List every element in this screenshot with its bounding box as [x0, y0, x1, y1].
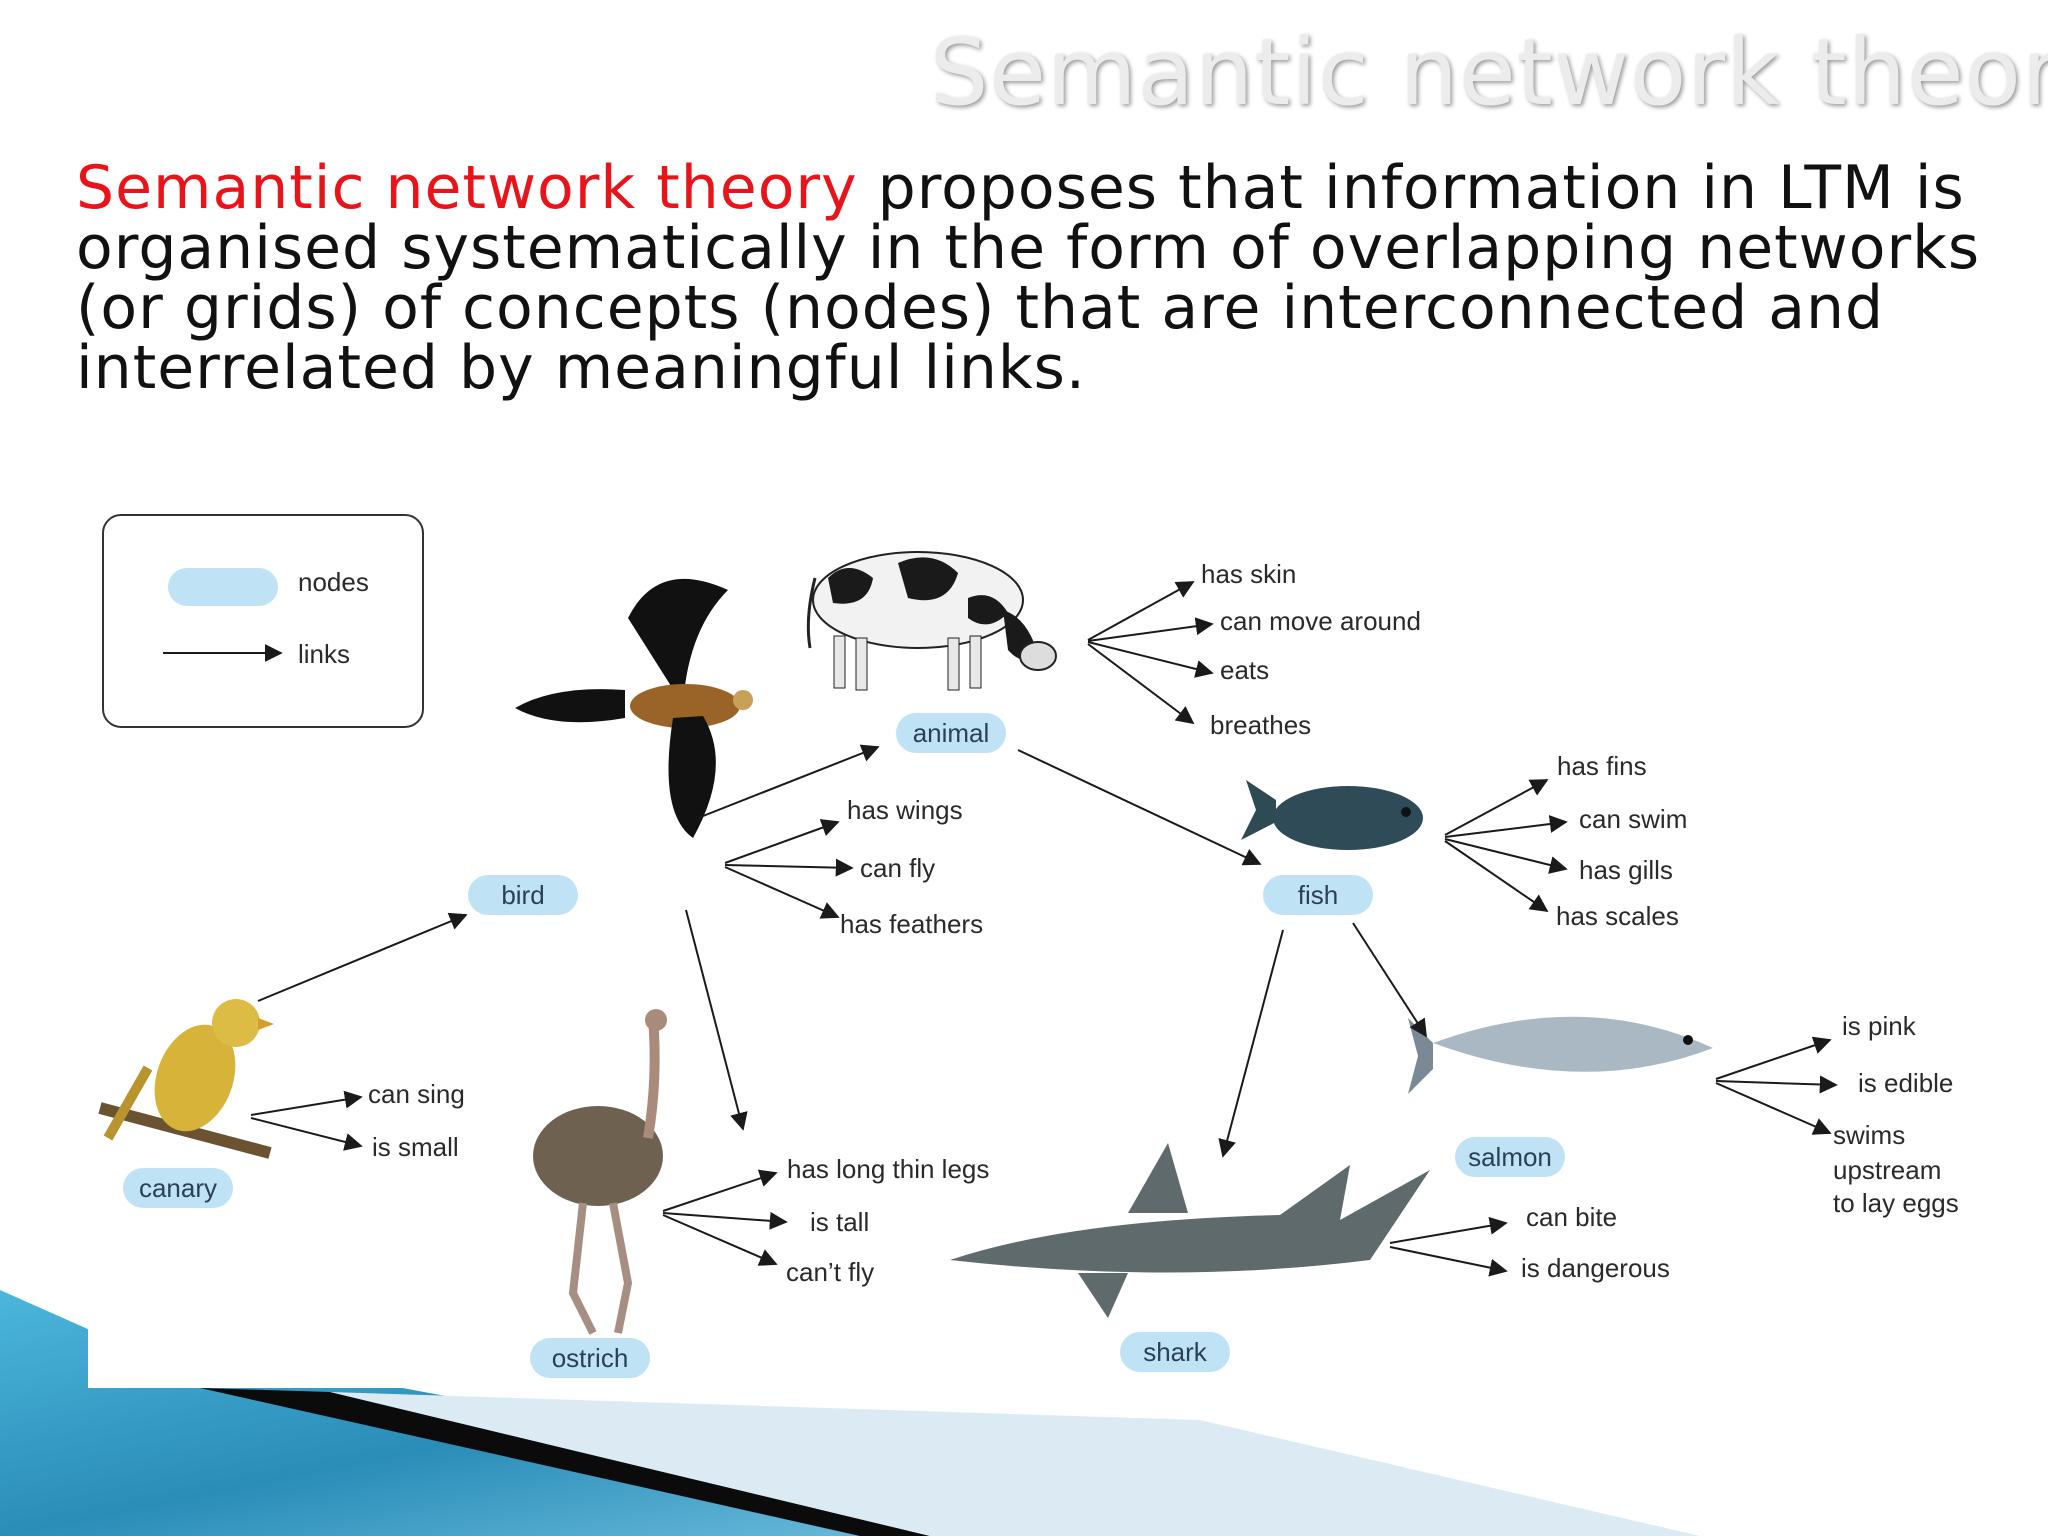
ostrich-icon [533, 1009, 667, 1335]
fish-attr-4: has scales [1556, 901, 1679, 931]
fish-attr-2: can swim [1579, 804, 1687, 834]
salmon-icon [1408, 1016, 1713, 1094]
salmon-attr-1: is pink [1842, 1011, 1917, 1041]
canary-attr-2: is small [372, 1132, 459, 1162]
link-fish-attr-1 [1444, 779, 1549, 836]
link-bird-animal [697, 744, 880, 819]
link-canary-attr-1 [250, 1090, 363, 1116]
animal-attr-2: can move around [1220, 606, 1421, 636]
legend-links-label: links [298, 639, 350, 669]
node-shark: shark [1120, 1332, 1230, 1372]
link-ostrich-attr-1 [662, 1169, 778, 1212]
link-salmon-attr-3 [1715, 1082, 1832, 1135]
link-animal-attr-1 [1087, 581, 1195, 641]
intro-paragraph: Semantic network theory proposes that in… [76, 158, 1996, 398]
node-fish: fish [1263, 875, 1373, 915]
salmon-attr-3a: swims [1833, 1120, 1905, 1150]
eagle-icon [515, 578, 753, 838]
link-bird-attr-1 [724, 819, 840, 864]
node-canary-label: canary [139, 1173, 217, 1203]
link-ostrich-attr-3 [662, 1214, 778, 1266]
shark-attr-2: is dangerous [1521, 1253, 1670, 1283]
canary-attr-1: can sing [368, 1079, 465, 1109]
link-bird-attr-3 [724, 866, 840, 919]
legend: nodes links [102, 514, 424, 728]
node-animal-label: animal [913, 718, 990, 748]
salmon-attr-3b: upstream [1833, 1155, 1941, 1185]
slide-title: Semantic network theory [930, 19, 2048, 126]
node-ostrich-label: ostrich [552, 1343, 629, 1373]
link-fish-attr-3 [1444, 838, 1568, 874]
ostrich-attr-3: can’t fly [786, 1257, 874, 1287]
intro-term: Semantic network theory [76, 153, 858, 223]
node-canary: canary [123, 1168, 233, 1208]
node-shark-label: shark [1143, 1337, 1208, 1367]
node-bird: bird [468, 875, 578, 915]
animal-attr-4: breathes [1210, 710, 1311, 740]
link-ostrich-bird [685, 909, 748, 1131]
salmon-attr-3c: to lay eggs [1833, 1188, 1959, 1218]
link-salmon-attr-2 [1715, 1075, 1838, 1094]
canary-icon [98, 999, 274, 1159]
cow-icon [806, 551, 1057, 691]
link-bird-attr-2 [724, 858, 854, 877]
animal-attr-1: has skin [1201, 559, 1296, 589]
fish-icon [1241, 780, 1423, 850]
node-bird-label: bird [501, 880, 544, 910]
link-animal-fish [1017, 749, 1262, 866]
fish-attr-1: has fins [1557, 751, 1647, 781]
link-fish-attr-2 [1444, 815, 1568, 838]
node-animal: animal [896, 713, 1006, 753]
node-salmon-label: salmon [1468, 1142, 1552, 1172]
link-shark-attr-2 [1389, 1246, 1508, 1277]
link-shark-attr-1 [1389, 1216, 1508, 1244]
link-shark-fish [1218, 929, 1284, 1158]
ostrich-attr-2: is tall [810, 1207, 869, 1237]
bird-attr-2: can fly [860, 853, 935, 883]
link-animal-attr-3 [1087, 641, 1214, 678]
node-salmon: salmon [1455, 1137, 1565, 1177]
fish-attr-3: has gills [1579, 855, 1673, 885]
salmon-attr-2: is edible [1858, 1068, 1953, 1098]
ostrich-attr-1: has long thin legs [787, 1154, 989, 1184]
legend-node-swatch [168, 568, 278, 606]
node-ostrich: ostrich [530, 1338, 650, 1378]
link-canary-attr-2 [250, 1117, 363, 1151]
link-animal-attr-4 [1087, 643, 1195, 725]
intro-rest: proposes that information in LTM is orga… [76, 153, 1981, 403]
node-fish-label: fish [1298, 880, 1338, 910]
link-canary-bird [257, 912, 468, 1002]
bird-attr-1: has wings [847, 795, 963, 825]
link-animal-attr-2 [1087, 617, 1214, 642]
bird-attr-3: has feathers [840, 909, 983, 939]
shark-attr-1: can bite [1526, 1202, 1617, 1232]
link-fish-attr-4 [1444, 840, 1549, 913]
link-salmon-fish [1352, 922, 1427, 1038]
shark-icon [950, 1143, 1430, 1318]
link-salmon-attr-1 [1715, 1036, 1832, 1080]
semantic-network-diagram: nodes links [88, 428, 1988, 1388]
animal-attr-3: eats [1220, 655, 1269, 685]
link-ostrich-attr-2 [662, 1211, 788, 1230]
legend-nodes-label: nodes [298, 567, 369, 597]
